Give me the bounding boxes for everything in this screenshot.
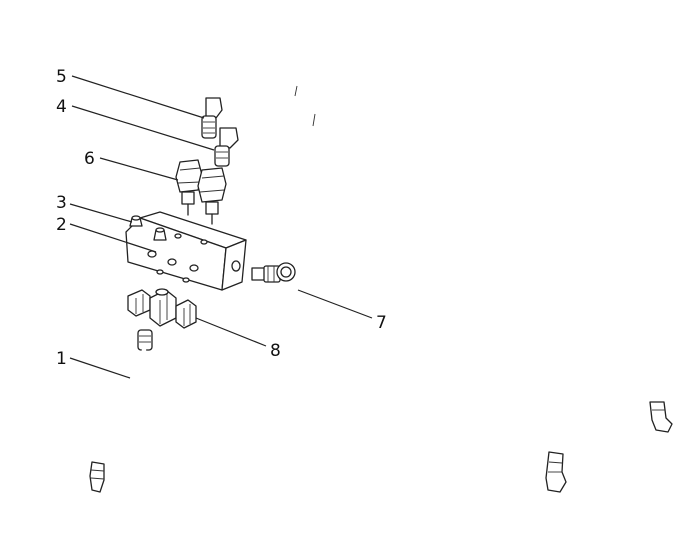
callout-5: 5 [56, 67, 67, 87]
hose-assembly-upper [212, 84, 660, 453]
fitting-5 [201, 97, 223, 139]
hose-1 [89, 329, 175, 493]
fitting-8-left [127, 289, 151, 317]
callout-3: 3 [56, 193, 67, 213]
hose-end-fitting-right [649, 401, 673, 433]
callout-8: 8 [270, 341, 281, 361]
adapter-6-left [175, 159, 203, 216]
callout-2: 2 [56, 215, 67, 235]
callout-1: 1 [56, 349, 67, 369]
valve-block [125, 211, 247, 291]
adapter-6-right [197, 167, 227, 225]
callout-4: 4 [56, 97, 67, 117]
elbow-fitting-7 [251, 262, 296, 283]
fitting-4 [214, 127, 239, 167]
callout-7: 7 [376, 313, 387, 333]
fitting-8-center [149, 288, 177, 327]
plug-2 [153, 227, 167, 241]
leader-lines [69, 75, 373, 379]
callout-labels: 5 4 6 3 2 7 8 1 [56, 67, 387, 369]
callout-6: 6 [84, 149, 95, 169]
hose-end-fitting-left [545, 451, 567, 493]
plug-3 [129, 215, 143, 227]
fitting-8-right [175, 299, 197, 329]
